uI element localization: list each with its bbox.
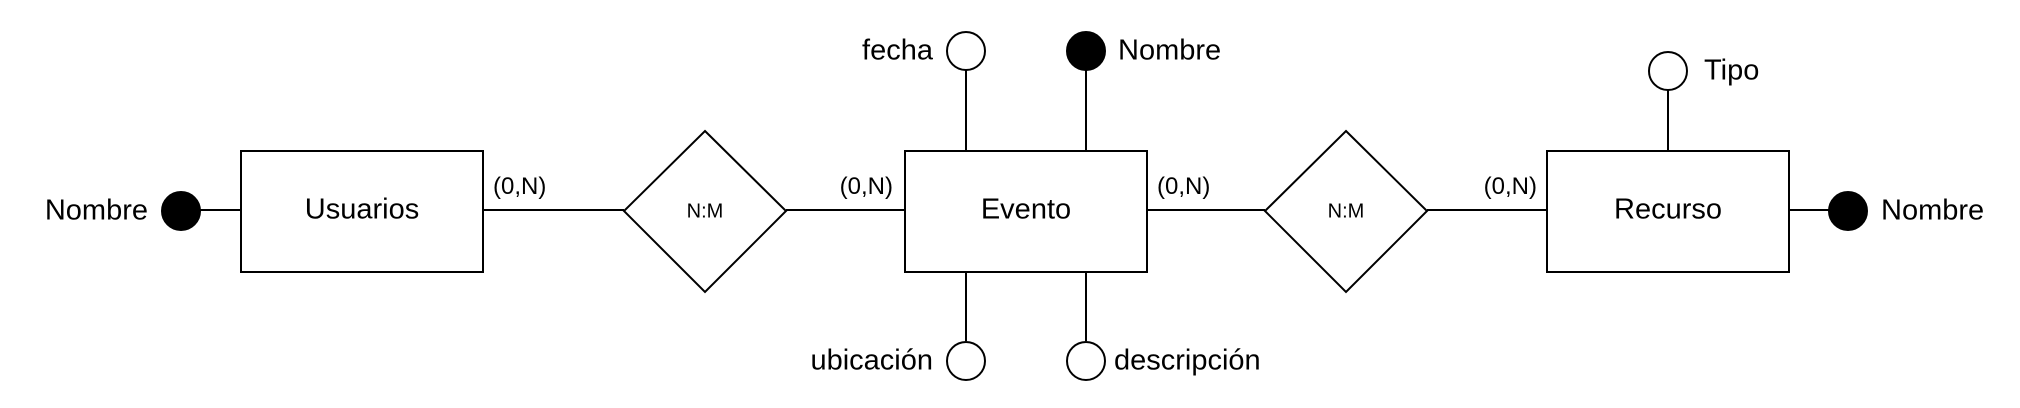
relationship-left[interactable]: [622, 129, 788, 294]
attribute-evento-fecha-label: fecha: [862, 35, 934, 67]
attribute-recurso-tipo-label: Tipo: [1704, 55, 1759, 87]
key-attribute-recurso-nombre-marker[interactable]: [1828, 191, 1868, 231]
attribute-evento-nombre-label: Nombre: [1118, 35, 1221, 67]
entity-usuarios-label: Usuarios: [305, 194, 419, 226]
attribute-recurso-tipo-marker[interactable]: [1648, 51, 1688, 91]
entity-recurso-label: Recurso: [1614, 194, 1722, 226]
cardinality-evento-right: (0,N): [1157, 173, 1210, 200]
cardinality-recurso: (0,N): [1484, 173, 1537, 200]
attribute-evento-descripcion-marker[interactable]: [1066, 341, 1106, 381]
entity-evento-label: Evento: [981, 194, 1071, 226]
key-attribute-evento-nombre-marker[interactable]: [1066, 31, 1106, 71]
attribute-evento-descripcion-label: descripción: [1114, 345, 1261, 377]
key-attribute-usuarios-nombre-marker[interactable]: [161, 191, 201, 231]
relationship-right-label: N:M: [1328, 200, 1365, 222]
attribute-usuarios-nombre-label: Nombre: [45, 195, 148, 227]
relationship-left-label: N:M: [687, 200, 724, 222]
entity-usuarios[interactable]: [240, 150, 484, 273]
relationship-right[interactable]: [1263, 129, 1429, 294]
attribute-evento-ubicacion-marker[interactable]: [946, 341, 986, 381]
attribute-recurso-nombre-label: Nombre: [1881, 195, 1984, 227]
entity-evento[interactable]: [904, 150, 1148, 273]
attribute-evento-fecha-marker[interactable]: [946, 31, 986, 71]
entity-recurso[interactable]: [1546, 150, 1790, 273]
cardinality-usuarios: (0,N): [493, 173, 546, 200]
cardinality-evento-left: (0,N): [840, 173, 893, 200]
attribute-evento-ubicacion-label: ubicación: [810, 345, 933, 377]
